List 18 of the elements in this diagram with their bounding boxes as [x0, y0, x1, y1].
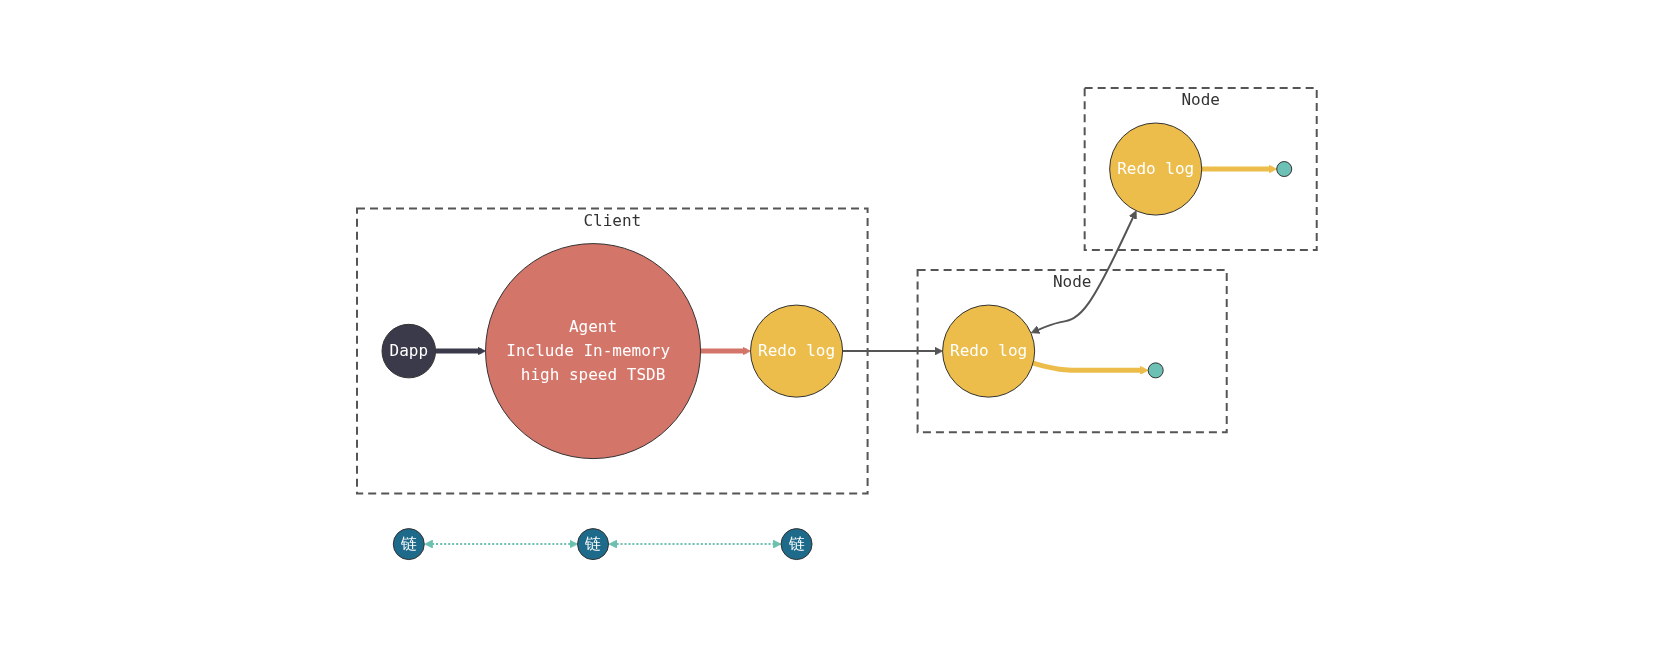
node-circle: 链 — [576, 528, 609, 561]
arrow — [423, 539, 578, 549]
node-circle: Agent Include In-memory high speed TSDB — [484, 243, 701, 460]
node-circle: Redo log — [941, 304, 1035, 398]
arrow — [841, 346, 943, 356]
arrow — [700, 346, 751, 356]
arrow — [435, 346, 486, 356]
node-circle — [1147, 362, 1164, 379]
node-circle: Redo log — [749, 304, 843, 398]
node-circle: 链 — [392, 528, 425, 561]
arrow — [1201, 164, 1277, 174]
arrow — [1032, 360, 1149, 375]
node-circle: 链 — [780, 528, 813, 561]
node-circle: Redo log — [1108, 122, 1202, 216]
arrow — [608, 539, 782, 549]
arrow — [1030, 210, 1137, 334]
node-circle: Dapp — [381, 324, 436, 379]
node-circle — [1275, 161, 1292, 178]
